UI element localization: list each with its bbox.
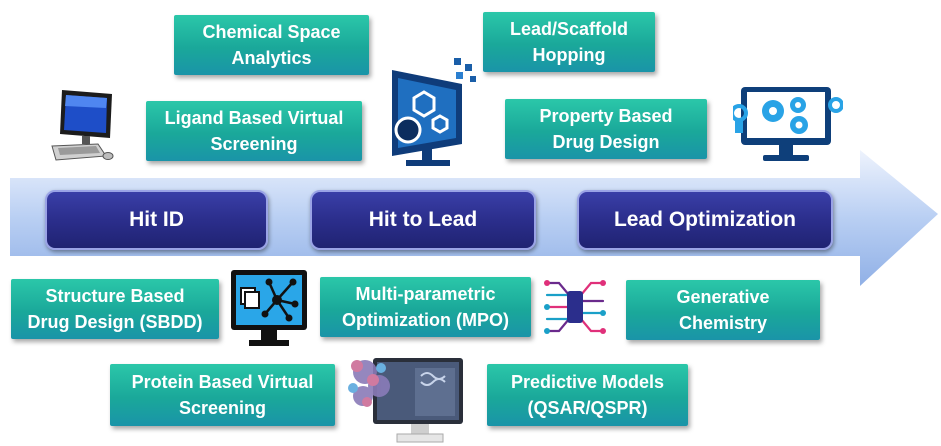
network-monitor-icon: [231, 270, 307, 346]
box-chemical-space-analytics: Chemical Space Analytics: [174, 15, 369, 75]
box-line: Generative: [676, 287, 770, 307]
box-line: Screening: [178, 398, 267, 418]
box-line: Ligand Based Virtual: [164, 108, 344, 128]
box-generative-chemistry: Generative Chemistry: [626, 280, 820, 340]
box-line: Multi-parametric: [355, 284, 496, 304]
box-multi-parametric-optimization: Multi-parametric Optimization (MPO): [320, 277, 531, 337]
desktop-computer-icon: [51, 90, 114, 161]
neural-circuit-icon: [544, 280, 606, 334]
protein-monitor-icon: [348, 358, 463, 443]
box-property-based-drug-design: Property Based Drug Design: [505, 99, 707, 159]
molecule-monitor-icon: [392, 58, 476, 166]
box-lead-scaffold-hopping: Lead/Scaffold Hopping: [483, 12, 655, 72]
box-line: Property Based: [539, 106, 673, 126]
box-line: Lead/Scaffold: [509, 19, 629, 39]
box-line: Predictive Models: [510, 372, 665, 392]
box-line: Protein Based Virtual: [131, 372, 314, 392]
box-line: Structure Based: [45, 286, 185, 306]
box-line: Drug Design (SBDD): [27, 312, 203, 332]
box-protein-based-virtual-screening: Protein Based Virtual Screening: [110, 364, 335, 426]
box-predictive-models: Predictive Models (QSAR/QSPR): [487, 364, 688, 426]
box-line: Hopping: [532, 45, 606, 65]
box-ligand-based-virtual-screening: Ligand Based Virtual Screening: [146, 101, 362, 161]
box-line: Chemical Space: [202, 22, 341, 42]
box-line: Analytics: [231, 48, 312, 68]
box-line: Screening: [210, 134, 298, 154]
box-line: (QSAR/QSPR): [527, 398, 648, 418]
box-line: Drug Design: [552, 132, 660, 152]
stage-hit-to-lead: Hit to Lead: [310, 190, 536, 250]
box-structure-based-drug-design: Structure Based Drug Design (SBDD): [11, 279, 219, 339]
box-line: Chemistry: [678, 313, 768, 333]
stage-lead-optimization: Lead Optimization: [577, 190, 833, 250]
box-line: Optimization (MPO): [342, 310, 509, 330]
stage-hit-id: Hit ID: [45, 190, 268, 250]
gear-monitor-icon: [733, 87, 843, 161]
